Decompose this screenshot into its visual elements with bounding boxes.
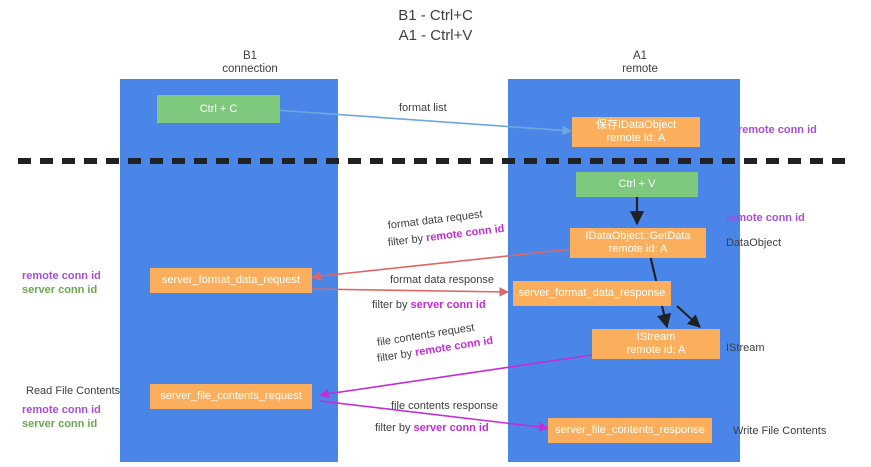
filter-key-server-conn-id: server conn id (410, 299, 486, 311)
annotation-format-list: format list (399, 102, 447, 114)
arrow-file-contents-request (319, 354, 593, 399)
left-label-read-file-contents: Read File Contents (26, 385, 121, 397)
filter-prefix: filter by (375, 422, 414, 434)
arrow-format-list (274, 109, 572, 136)
arrow-format-data-response (311, 287, 509, 297)
node-save-idataobject[interactable]: 保存IDataObject remote id: A (572, 117, 700, 147)
node-ctrl-c[interactable]: Ctrl + C (157, 95, 280, 123)
diagram-title: B1 - Ctrl+C A1 - Ctrl+V (398, 7, 473, 44)
left-label-server-conn-id-bottom: server conn id (22, 418, 98, 430)
filter-prefix: filter by (387, 232, 427, 249)
right-label-remote-conn-id-mid: remote conn id (726, 212, 805, 224)
filter-prefix: filter by (372, 299, 411, 311)
annotation-file-contents-response-filter: filter by server conn id (375, 421, 489, 436)
right-label-istream: IStream (726, 342, 765, 354)
annotation-format-data-response-filter: filter by server conn id (372, 298, 486, 313)
arrow-format-response-to-istream (676, 305, 701, 328)
left-label-remote-conn-id-mid: remote conn id (22, 270, 101, 282)
right-label-remote-conn-id-top: remote conn id (738, 124, 817, 136)
node-idataobject-getdata[interactable]: IDataObject::GetData remote id: A (570, 228, 706, 258)
annotation-file-contents-response: file contents response (391, 400, 499, 412)
node-server-format-data-response[interactable]: server_format_data_response (513, 281, 671, 306)
left-label-remote-conn-id-bottom: remote conn id (22, 404, 101, 416)
node-istream[interactable]: IStream remote id: A (592, 329, 720, 359)
left-label-server-conn-id-mid: server conn id (22, 284, 98, 296)
annotation-format-data-response: format data response (390, 274, 494, 286)
node-server-format-data-request[interactable]: server_format_data_request (150, 268, 312, 293)
node-server-file-contents-request[interactable]: server_file_contents_request (150, 384, 312, 409)
arrow-file-contents-response (319, 400, 549, 432)
column-header-right: A1 remote (622, 50, 658, 75)
node-ctrl-v[interactable]: Ctrl + V (576, 172, 698, 197)
node-server-file-contents-response[interactable]: server_file_contents_response (548, 418, 712, 443)
filter-key-server-conn-id: server conn id (413, 422, 489, 434)
column-header-left: B1 connection (222, 50, 278, 75)
right-label-data-object: DataObject (726, 237, 782, 249)
right-label-write-file-contents: Write File Contents (733, 425, 827, 437)
arrow-format-data-request (311, 248, 573, 281)
